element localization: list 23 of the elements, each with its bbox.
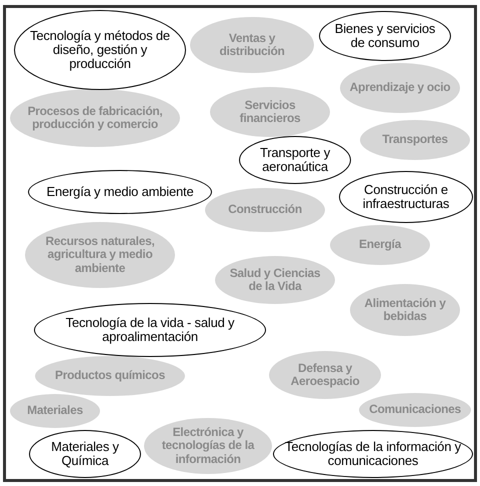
sector-ellipse: Productos químicos	[35, 356, 185, 396]
sector-ellipse: Defensa y Aeroespacio	[269, 351, 381, 399]
topic-ellipse: Bienes y servicios de consumo	[319, 11, 451, 61]
topic-ellipse: Transporte y aeronaútica	[239, 136, 351, 184]
sector-ellipse: Electrónica y tecnologías de la información	[144, 418, 272, 474]
sector-ellipse: Aprendizaje y ocio	[340, 63, 460, 113]
topic-ellipse: Materiales y Química	[29, 430, 141, 478]
topic-ellipse: Tecnologías de la información y comunicaciones	[273, 430, 473, 478]
sector-ellipse: Recursos naturales, agricultura y medio ambiente	[25, 222, 175, 288]
sector-ellipse: Comunicaciones	[359, 393, 471, 427]
topic-ellipse: Tecnología y métodos de diseño, gestión y producción	[14, 10, 186, 90]
sector-ellipse: Energía	[330, 225, 430, 265]
sector-ellipse: Materiales	[10, 394, 100, 428]
sector-ellipse: Servicios financieros	[210, 87, 330, 137]
sector-ellipse: Construcción	[205, 188, 325, 232]
topic-ellipse: Energía y medio ambiente	[28, 170, 212, 214]
sector-ellipse: Salud y Ciencias de la Vida	[215, 256, 335, 304]
sector-ellipse: Ventas y distribución	[190, 17, 314, 73]
topic-ellipse: Tecnología de la vida - salud y aproalimentación	[34, 303, 266, 357]
sector-ellipse: Transportes	[360, 120, 470, 160]
sector-ellipse: Alimentación y bebidas	[350, 284, 460, 336]
sector-ellipse: Procesos de fabricación, producción y comercio	[10, 89, 180, 147]
topic-ellipse: Construcción e infraestructuras	[339, 171, 473, 223]
